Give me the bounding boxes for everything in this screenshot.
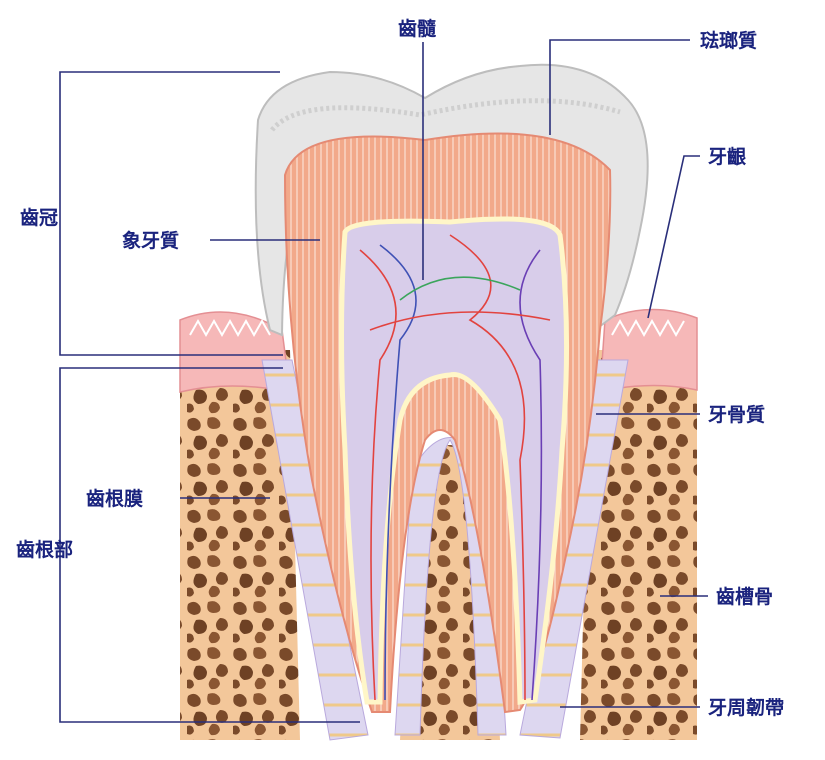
label-alveolar-bone: 齒槽骨	[716, 585, 773, 608]
label-crown: 齒冠	[20, 206, 58, 229]
label-cementum: 牙骨質	[708, 403, 765, 426]
label-enamel: 琺瑯質	[700, 29, 757, 52]
label-gingiva: 牙齦	[708, 145, 747, 168]
label-pulp: 齒髓	[398, 17, 437, 40]
label-dentin: 象牙質	[122, 229, 179, 252]
label-root: 齒根部	[16, 538, 73, 561]
label-pdl: 齒根膜	[86, 487, 143, 510]
label-periodontal-ligament: 牙周韌帶	[708, 696, 784, 719]
